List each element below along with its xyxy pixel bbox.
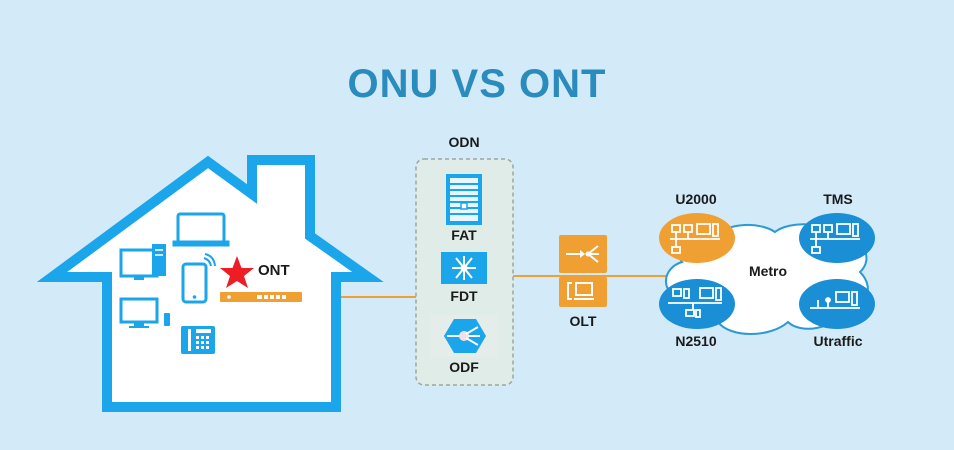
desktop-computer-icon <box>119 244 166 280</box>
fiber-access-terminal-icon <box>446 174 482 225</box>
n2510-label: N2510 <box>675 333 717 349</box>
olt-label: OLT <box>569 313 597 329</box>
ont-device-icon[interactable] <box>220 292 302 302</box>
olt-device-icon[interactable] <box>559 235 607 307</box>
u2000-label: U2000 <box>675 191 717 207</box>
page-title: ONU VS ONT <box>347 62 607 106</box>
metro-label: Metro <box>748 263 788 279</box>
optical-distribution-frame-icon <box>431 315 497 357</box>
utraffic-node-icon[interactable] <box>799 279 875 329</box>
laptop-icon <box>172 212 230 247</box>
fiber-distribution-icon <box>441 252 487 284</box>
tms-label: TMS <box>823 191 853 207</box>
tv-monitor-icon <box>119 297 170 328</box>
fdt-label: FDT <box>450 288 478 304</box>
utraffic-label: Utraffic <box>813 333 863 349</box>
smartphone-icon <box>181 253 216 304</box>
odf-label: ODF <box>449 359 479 375</box>
u2000-node-icon[interactable] <box>659 213 735 263</box>
desk-phone-icon <box>181 326 215 354</box>
ont-label: ONT <box>258 262 290 279</box>
star-icon <box>220 256 254 288</box>
n2510-node-icon[interactable] <box>659 279 735 329</box>
house-icon <box>36 155 384 412</box>
tms-node-icon[interactable] <box>799 213 875 263</box>
fat-label: FAT <box>451 227 477 243</box>
odn-label: ODN <box>448 134 480 150</box>
